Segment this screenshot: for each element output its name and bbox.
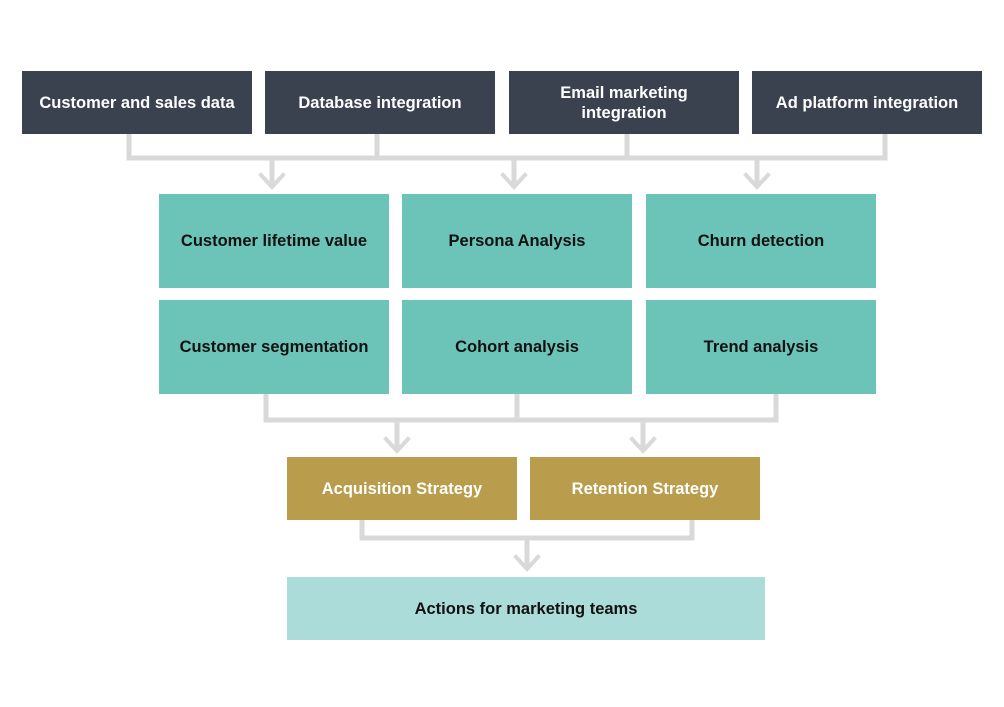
analysis-cohort: Cohort analysis <box>402 300 632 394</box>
analysis-persona: Persona Analysis <box>402 194 632 288</box>
strategy-retention: Retention Strategy <box>530 457 760 520</box>
source-customer-sales-data: Customer and sales data <box>22 71 252 134</box>
arrowhead-1 <box>258 172 286 190</box>
source-database-integration: Database integration <box>265 71 495 134</box>
arrowhead-acq <box>383 436 411 454</box>
source-email-marketing-integration: Email marketing integration <box>509 71 739 134</box>
strategy-acquisition: Acquisition Strategy <box>287 457 517 520</box>
arrowhead-ret <box>629 436 657 454</box>
analysis-customer-segmentation: Customer segmentation <box>159 300 389 394</box>
action-marketing-teams: Actions for marketing teams <box>287 577 765 640</box>
connector-analysis-bracket <box>263 394 779 423</box>
arrowhead-action <box>513 554 541 572</box>
arrowhead-3 <box>743 172 771 190</box>
source-ad-platform-integration: Ad platform integration <box>752 71 982 134</box>
analysis-customer-lifetime-value: Customer lifetime value <box>159 194 389 288</box>
arrowhead-2 <box>500 172 528 190</box>
connector-strategy-bracket <box>359 520 695 541</box>
analysis-trend: Trend analysis <box>646 300 876 394</box>
analysis-churn-detection: Churn detection <box>646 194 876 288</box>
connector-sources-bracket <box>126 134 888 161</box>
